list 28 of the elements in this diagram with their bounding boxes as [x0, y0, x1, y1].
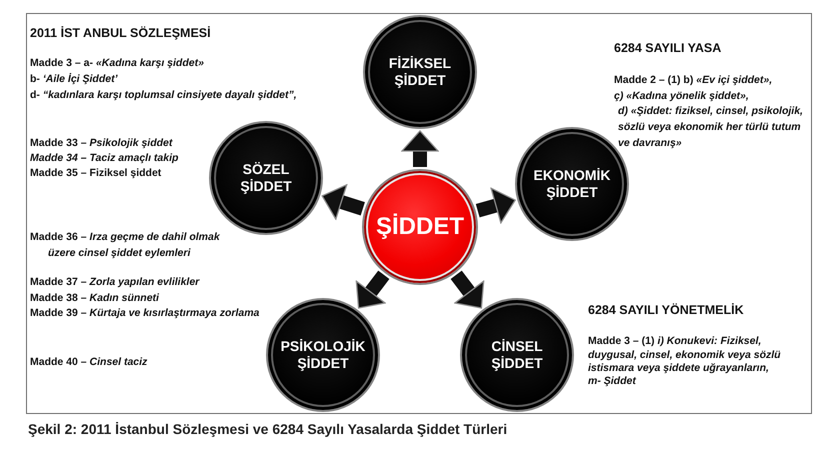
- article-text: Madde 3 – a- «Kadına karşı şiddet»: [30, 56, 205, 71]
- article-text: ç) «Kadına yönelik şiddet»,: [614, 89, 750, 104]
- article-text: d) «Şiddet: fiziksel, cinsel, psikolojik, sözlü veya ekonomik her türlü tutum ve davranış»: [618, 104, 804, 151]
- circle-label: CİNSEL ŞİDDET: [490, 338, 544, 372]
- circle-label: FİZİKSEL ŞİDDET: [388, 55, 452, 89]
- article-text: d- “kadınlara karşı toplumsal cinsiyete dayalı şiddet”,: [30, 88, 298, 103]
- article-text: b- ‘Aile İçi Şiddet’: [30, 72, 119, 87]
- block-arrow: [476, 188, 518, 224]
- article-text: Madde 35 – Fiziksel şiddet: [30, 166, 162, 181]
- article-text: Madde 37 – Zorla yapılan evlilikler: [30, 275, 201, 290]
- circle-label: ŞİDDET: [374, 212, 465, 242]
- article-text: Madde 40 – Cinsel taciz: [30, 355, 148, 370]
- circle-label: SÖZEL ŞİDDET: [239, 161, 293, 195]
- figure-caption: Şekil 2: 2011 İstanbul Sözleşmesi ve 6284 Sayılı Yasalarda Şiddet Türleri: [28, 421, 508, 437]
- circle-label: PSİKOLOJİK ŞİDDET: [280, 338, 366, 372]
- article-text: Madde 39 – Kürtaja ve kısırlaştırmaya zorlama: [30, 306, 260, 321]
- block-arrow: [320, 184, 365, 220]
- article-text: Madde 34 – Taciz amaçlı takip: [30, 151, 180, 166]
- article-text: Madde 38 – Kadın sünneti: [30, 291, 160, 306]
- circle-label: EKONOMİK ŞİDDET: [532, 167, 612, 201]
- article-text: Madde 36 – Irza geçme de dahil olmak üzere cinsel şiddet eylemleri: [30, 230, 221, 261]
- section-heading: 2011 İST ANBUL SÖZLEŞMESİ: [30, 25, 212, 41]
- section-heading: 6284 SAYILI YÖNETMELİK: [588, 302, 745, 318]
- article-text: Madde 2 – (1) b) «Ev içi şiddet»,: [614, 73, 774, 88]
- section-heading: 6284 SAYILI YASA: [614, 40, 722, 56]
- block-arrow: [401, 130, 439, 167]
- article-text: m- Şiddet: [588, 375, 638, 388]
- article-text: Madde 33 – Psikolojik şiddet: [30, 136, 174, 151]
